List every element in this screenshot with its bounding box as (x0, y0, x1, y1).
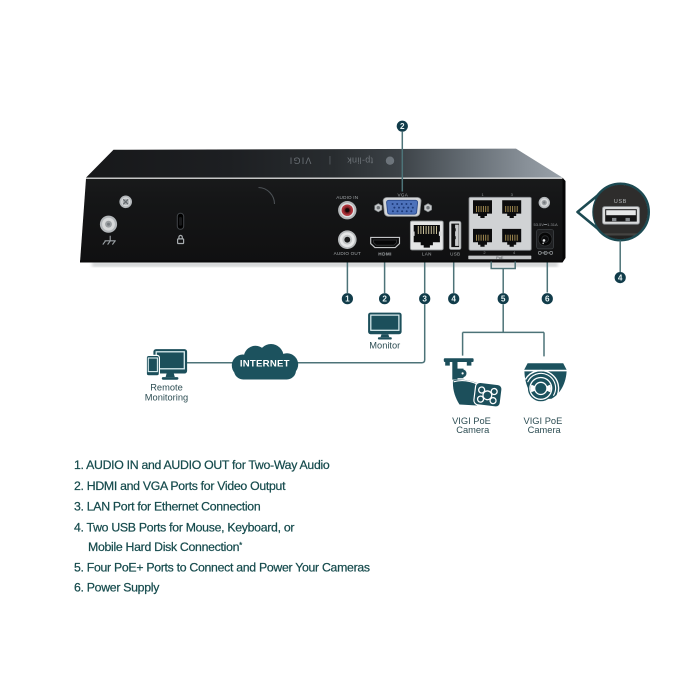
svg-text:VIGI PoE: VIGI PoE (452, 416, 491, 426)
svg-text:2: 2 (483, 250, 486, 255)
svg-text:4: 4 (451, 295, 456, 304)
svg-text:Camera: Camera (456, 425, 490, 435)
svg-text:HDMI: HDMI (378, 252, 392, 257)
svg-text:Mobile Hard Disk Connection*: Mobile Hard Disk Connection* (88, 540, 242, 554)
svg-text:1: 1 (481, 192, 484, 197)
svg-text:Camera: Camera (528, 425, 562, 435)
svg-text:PoE: PoE (496, 255, 504, 260)
svg-text:AUDIO IN: AUDIO IN (336, 195, 358, 200)
svg-text:2. HDMI and VGA Ports for Vide: 2. HDMI and VGA Ports for Video Output (74, 479, 286, 493)
svg-text:3. LAN Port for Ethernet Conne: 3. LAN Port for Ethernet Connection (74, 500, 261, 514)
svg-text:2: 2 (382, 295, 387, 304)
svg-text:USB: USB (450, 251, 460, 256)
svg-text:Monitoring: Monitoring (145, 393, 188, 403)
svg-text:3: 3 (422, 295, 427, 304)
svg-text:5. Four PoE+ Ports to Connect: 5. Four PoE+ Ports to Connect and Power … (74, 561, 370, 575)
svg-text:6: 6 (545, 295, 550, 304)
svg-text:Remote: Remote (150, 383, 183, 393)
svg-text:|: | (329, 156, 331, 166)
svg-text:2: 2 (400, 122, 405, 131)
svg-text:VIGI PoE: VIGI PoE (524, 416, 563, 426)
svg-text:VGA: VGA (397, 192, 408, 197)
svg-text:tp-link: tp-link (347, 156, 373, 166)
svg-text:4: 4 (618, 274, 623, 283)
svg-text:VIGI: VIGI (289, 156, 312, 166)
svg-text:6. Power Supply: 6. Power Supply (74, 581, 160, 595)
svg-text:Monitor: Monitor (369, 340, 400, 350)
svg-text:INTERNET: INTERNET (240, 358, 290, 369)
svg-text:3: 3 (511, 192, 514, 197)
svg-text:LAN: LAN (422, 252, 432, 257)
svg-text:53.5V⎓1.31A: 53.5V⎓1.31A (534, 222, 558, 227)
svg-text:4: 4 (513, 250, 516, 255)
svg-text:USB: USB (614, 199, 627, 205)
svg-text:AUDIO OUT: AUDIO OUT (334, 251, 361, 256)
svg-text:4. Two USB Ports for Mouse, Ke: 4. Two USB Ports for Mouse, Keyboard, or (74, 520, 294, 534)
svg-text:1. AUDIO IN and AUDIO OUT for: 1. AUDIO IN and AUDIO OUT for Two-Way Au… (74, 458, 330, 472)
svg-text:5: 5 (501, 295, 506, 304)
svg-text:1: 1 (345, 295, 350, 304)
